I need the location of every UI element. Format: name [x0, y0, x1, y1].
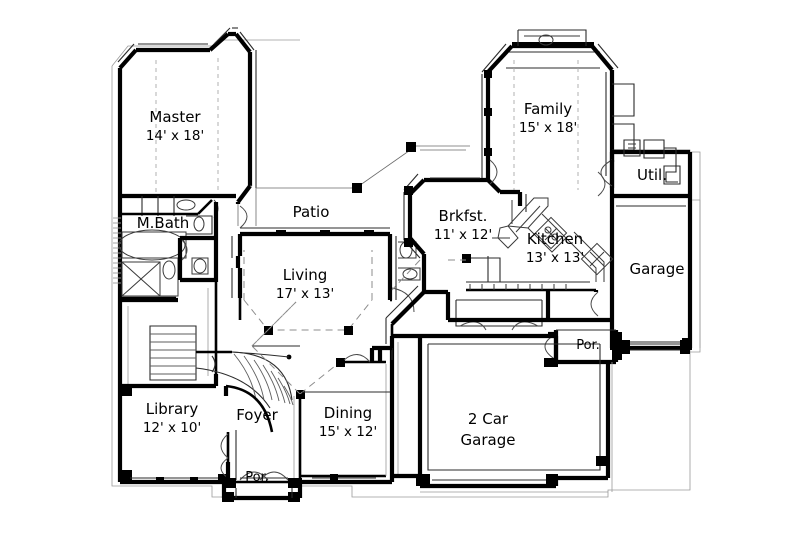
label-dining: Dining [324, 404, 372, 422]
foyer-and-front-porch [221, 345, 305, 502]
room-master-bath [113, 196, 219, 303]
label-side-porch: Por. [576, 338, 600, 353]
room-two-car-garage [389, 333, 613, 493]
label-two-car-garage-line2: Garage [461, 431, 516, 449]
label-library: Library [146, 400, 199, 418]
room-utility [600, 139, 693, 199]
label-breakfast: Brkfst. [439, 207, 488, 225]
hall-connectors [251, 301, 393, 398]
dim-master: 14' x 18' [146, 128, 204, 144]
label-front-porch: Por. [245, 470, 269, 485]
dim-dining: 15' x 12' [319, 424, 377, 440]
label-two-car-garage-line1: 2 Car [468, 410, 509, 428]
room-kitchen [445, 192, 614, 331]
dim-kitchen: 13' x 13' [526, 250, 584, 266]
room-labels: Master 14' x 18' M.Bath Patio Living 17'… [137, 100, 685, 485]
room-library [117, 374, 274, 485]
stair-hall [117, 282, 294, 409]
label-foyer: Foyer [236, 406, 278, 424]
dim-family: 15' x 18' [519, 120, 577, 136]
label-utility: Util. [637, 166, 667, 184]
dim-library: 12' x 10' [143, 420, 201, 436]
label-family: Family [524, 100, 572, 118]
label-side-garage: Garage [630, 260, 685, 278]
area-patio [235, 142, 470, 229]
label-living: Living [283, 266, 328, 284]
dim-breakfast: 11' x 12' [434, 227, 492, 243]
label-kitchen: Kitchen [527, 230, 583, 248]
label-master: Master [149, 108, 201, 126]
room-master [117, 27, 257, 219]
room-dining [299, 348, 395, 485]
label-patio: Patio [293, 203, 330, 221]
dim-living: 17' x 13' [276, 286, 334, 302]
label-master-bath: M.Bath [137, 214, 190, 232]
